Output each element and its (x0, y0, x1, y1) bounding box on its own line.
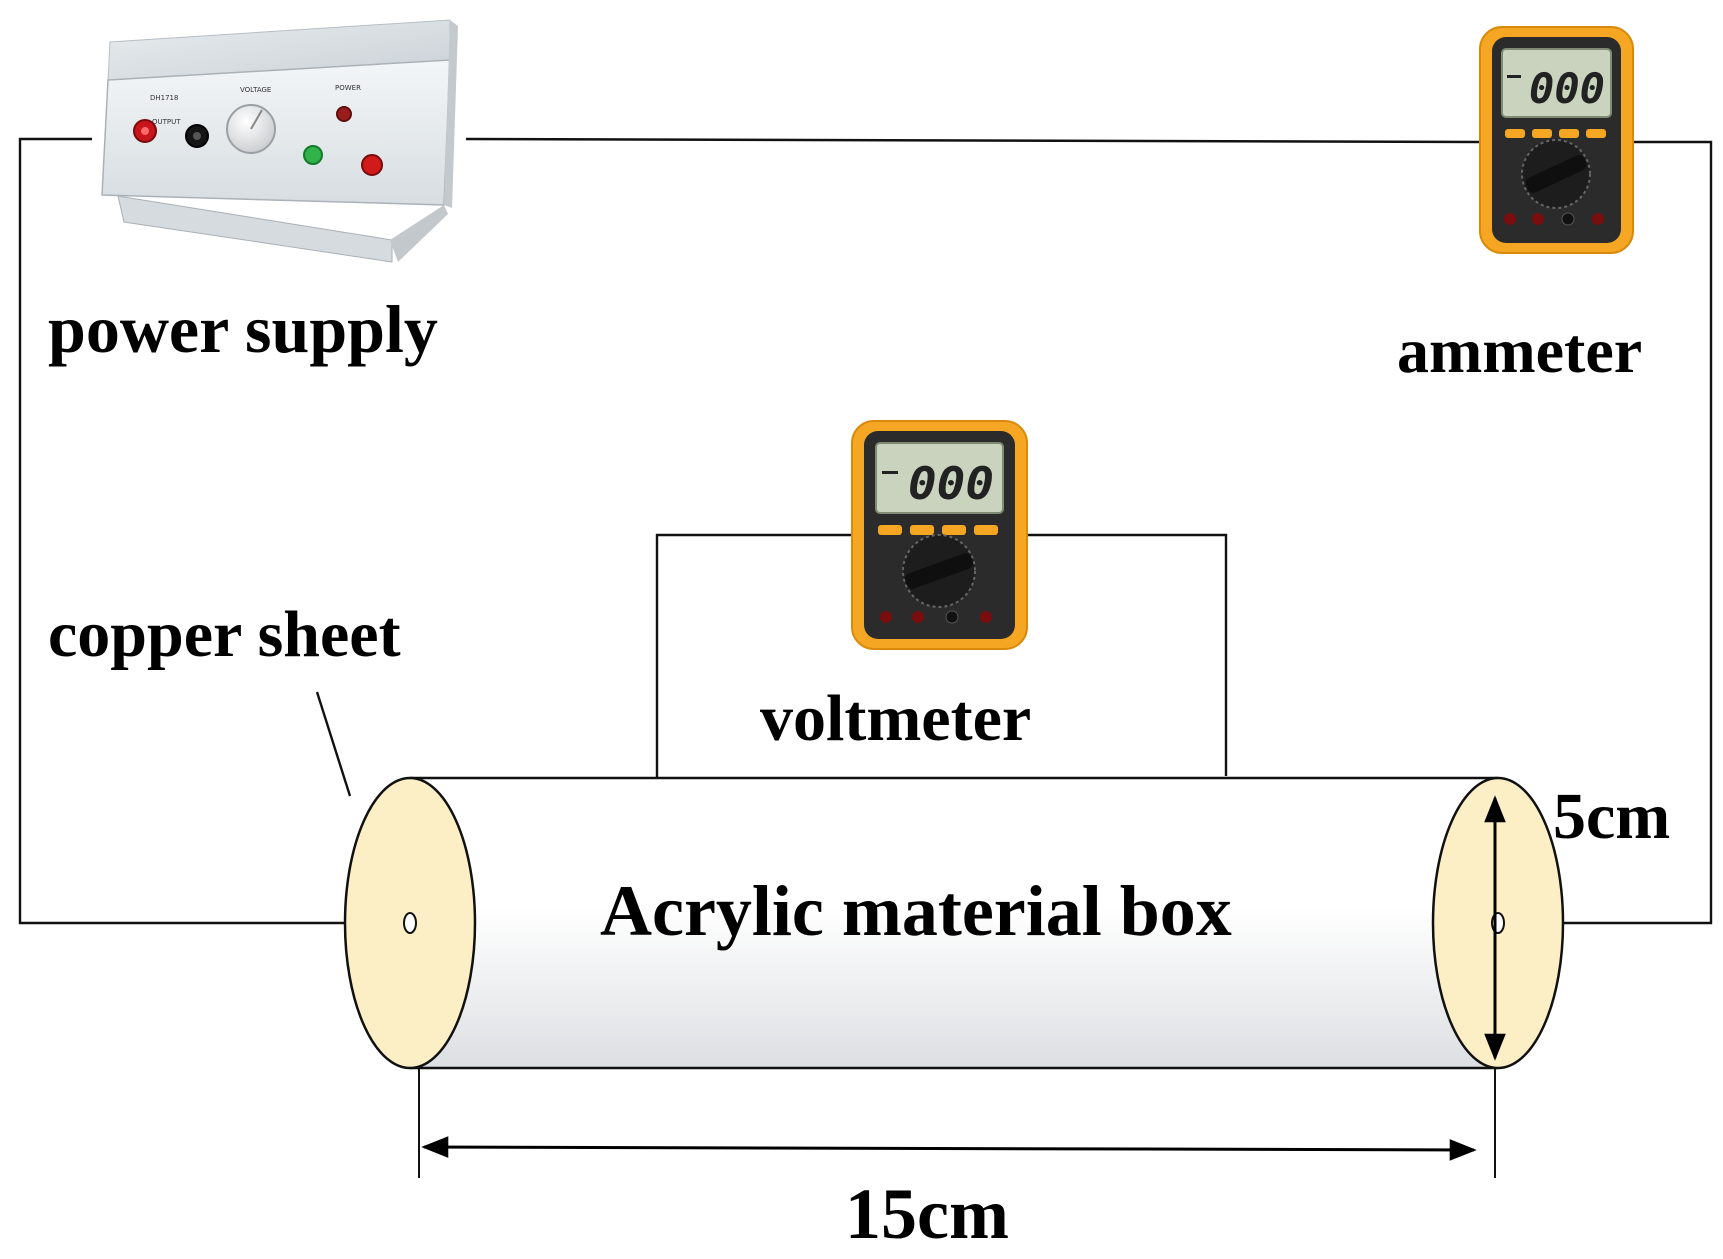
svg-text:POWER: POWER (335, 84, 361, 92)
svg-text:OUTPUT: OUTPUT (152, 118, 181, 126)
red-power-button-icon (361, 154, 383, 176)
green-indicator-icon (303, 145, 323, 165)
ammeter-lcd (1501, 48, 1612, 118)
acrylic-box (343, 776, 1565, 1070)
power-supply-device: DH1718 VOLTAGE POWER OUTPUT (101, 19, 458, 263)
wire-top (465, 137, 1481, 144)
length-label: 15cm (845, 1174, 1009, 1254)
acrylic-tube-body (410, 778, 1498, 1068)
voltmeter-device: 000 (851, 420, 1028, 650)
copper-sheet-label: copper sheet (48, 598, 401, 671)
svg-text:DH1718: DH1718 (150, 94, 178, 102)
voltmeter-lcd (875, 442, 1004, 514)
wires (18, 137, 1713, 925)
ammeter-label: ammeter (1397, 315, 1642, 386)
box-label: Acrylic material box (600, 871, 1232, 951)
ammeter-buttons (1505, 129, 1606, 138)
voltmeter-buttons (878, 525, 998, 535)
voltmeter-display-value: 000 (908, 459, 994, 510)
wire-right-loop (1498, 140, 1713, 925)
dimension-lines (418, 795, 1506, 1178)
ammeter-jacks (1504, 212, 1604, 226)
svg-text:VOLTAGE: VOLTAGE (240, 86, 271, 94)
wire-voltmeter-left (655, 533, 852, 778)
wire-voltmeter-right (1027, 533, 1228, 776)
voltmeter-jacks (880, 610, 992, 624)
ammeter-display-value: 000 (1529, 64, 1605, 113)
voltmeter-label: voltmeter (760, 682, 1031, 755)
power-supply-label: power supply (48, 291, 438, 367)
wire-left-loop (18, 137, 345, 925)
copper-sheet-leader-line (315, 691, 352, 797)
ammeter-device: 000 (1479, 26, 1634, 254)
electrode-left-icon (403, 912, 417, 934)
red-indicator-icon (336, 106, 352, 122)
diameter-label: 5cm (1553, 780, 1670, 853)
length-arrow (421, 1136, 1477, 1161)
